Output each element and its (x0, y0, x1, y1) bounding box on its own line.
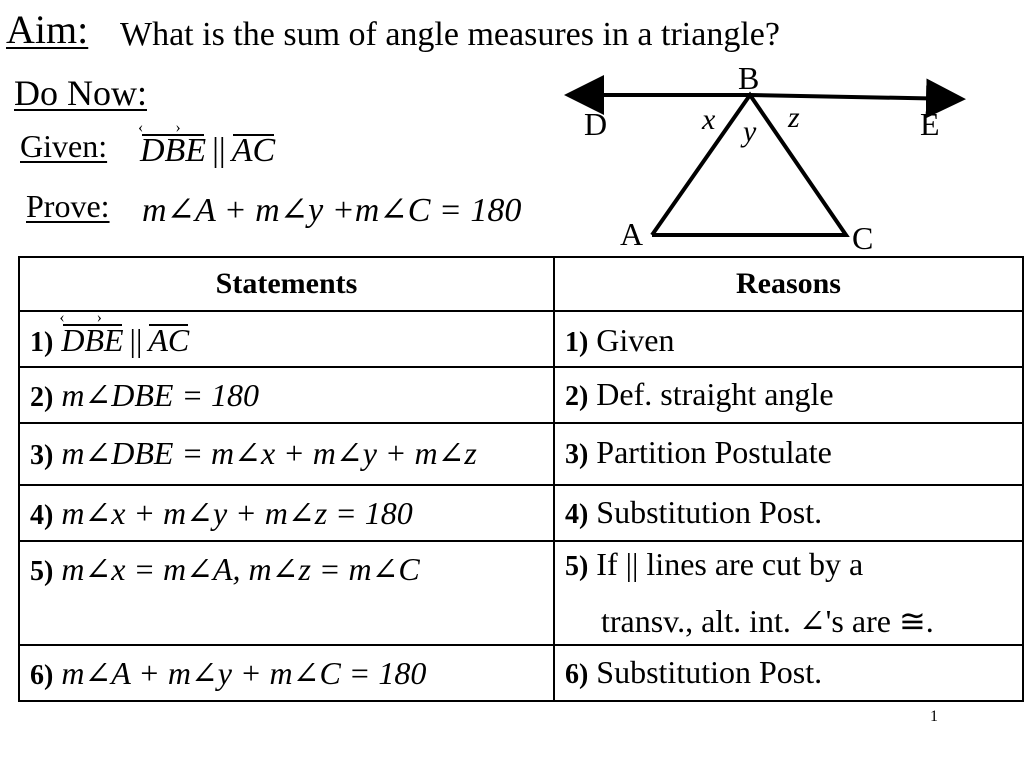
prove-label: Prove: (26, 188, 110, 224)
page-number: 1 (930, 708, 938, 725)
statement-number: 5) (30, 556, 54, 587)
prove-statement: m∠A + m∠y +m∠C = 180 (142, 192, 522, 229)
reason-number: 5) (564, 551, 589, 582)
triangle-diagram: B D E A C x y z (564, 60, 966, 255)
statements-header: Statements (18, 256, 555, 312)
table-row: 2) m∠DBE = 180 2) Def. straight angle (18, 366, 1024, 424)
triangle-abc (650, 91, 850, 237)
proof-table: Statements Reasons 1) DBE||AC 1) Given 2… (18, 256, 1024, 702)
statement-cell: 4) m∠x + m∠y + m∠z = 180 (18, 484, 555, 542)
statement-cell: 3) m∠DBE = m∠x + m∠y + m∠z (18, 422, 555, 486)
table-row: 4) m∠x + m∠y + m∠z = 180 4) Substitution… (18, 484, 1024, 542)
reason-cell: 4) Substitution Post. (552, 484, 1024, 542)
reason-cell: 3) Partition Postulate (552, 422, 1024, 486)
statement-cell: 1) DBE||AC (18, 310, 555, 368)
reason-cell: 5) If || lines are cut by a transv., alt… (552, 540, 1024, 646)
statement-cell: 2) m∠DBE = 180 (18, 366, 555, 424)
given-statement: DBE||AC (138, 119, 276, 170)
given-label: Given: (20, 128, 108, 164)
statement-cell: 5) m∠x = m∠A, m∠z = m∠C (18, 540, 555, 646)
line-dbe: DBE (59, 313, 125, 359)
reason-text-line2: transv., alt. int. ∠'s are ≅. (600, 603, 934, 639)
reason-number: 1) (564, 327, 589, 358)
angle-x-label: x (701, 103, 716, 136)
reason-text-line1: If || lines are cut by a (596, 546, 864, 582)
reason-text: Substitution Post. (596, 654, 823, 690)
table-row: 3) m∠DBE = m∠x + m∠y + m∠z 3) Partition … (18, 422, 1024, 486)
angle-y-label: y (740, 115, 757, 148)
statement-number: 4) (30, 500, 54, 531)
statement-text: m∠DBE = m∠x + m∠y + m∠z (61, 435, 477, 471)
reason-text: Partition Postulate (596, 434, 832, 470)
reason-cell: 2) Def. straight angle (552, 366, 1024, 424)
segment-ac: AC (231, 132, 276, 169)
reason-number: 6) (564, 659, 589, 690)
statement-text: m∠A + m∠y + m∠C = 180 (61, 655, 427, 691)
point-e-label: E (920, 106, 940, 142)
statement-number: 3) (30, 440, 54, 471)
statement-text: m∠x = m∠A, m∠z = m∠C (61, 551, 420, 587)
reason-number: 4) (564, 499, 589, 530)
reason-cell: 6) Substitution Post. (552, 644, 1024, 702)
point-b-label: B (738, 60, 759, 96)
angle-z-label: z (787, 101, 800, 134)
reason-text: Substitution Post. (596, 494, 823, 530)
do-now-heading: Do Now: (14, 73, 147, 113)
reasons-header: Reasons (552, 256, 1024, 312)
table-row: 6) m∠A + m∠y + m∠C = 180 6) Substitution… (18, 644, 1024, 702)
table-row: 5) m∠x = m∠A, m∠z = m∠C 5) If || lines a… (18, 540, 1024, 646)
reason-cell: 1) Given (552, 310, 1024, 368)
statement-text: m∠DBE = 180 (61, 377, 260, 413)
line-dbe: DBE (138, 119, 208, 170)
statement-number: 2) (30, 382, 54, 413)
statement-cell: 6) m∠A + m∠y + m∠C = 180 (18, 644, 555, 702)
reason-number: 3) (564, 439, 589, 470)
parallel-symbol: || (212, 132, 226, 169)
point-a-label: A (620, 216, 643, 252)
table-header-row: Statements Reasons (18, 256, 1024, 312)
line-be (749, 78, 966, 119)
parallel-symbol: || (129, 322, 143, 358)
reason-text: Given (596, 322, 675, 358)
segment-ac: AC (148, 322, 190, 358)
table-row: 1) DBE||AC 1) Given (18, 310, 1024, 368)
statement-number: 1) (30, 327, 54, 358)
reason-number: 2) (564, 381, 589, 412)
point-d-label: D (584, 106, 607, 142)
statement-text: m∠x + m∠y + m∠z = 180 (61, 495, 413, 531)
reason-text: Def. straight angle (596, 376, 834, 412)
point-c-label: C (852, 220, 873, 255)
aim-question: What is the sum of angle measures in a t… (120, 16, 780, 53)
statement-number: 6) (30, 660, 54, 691)
aim-label: Aim: (6, 7, 89, 52)
